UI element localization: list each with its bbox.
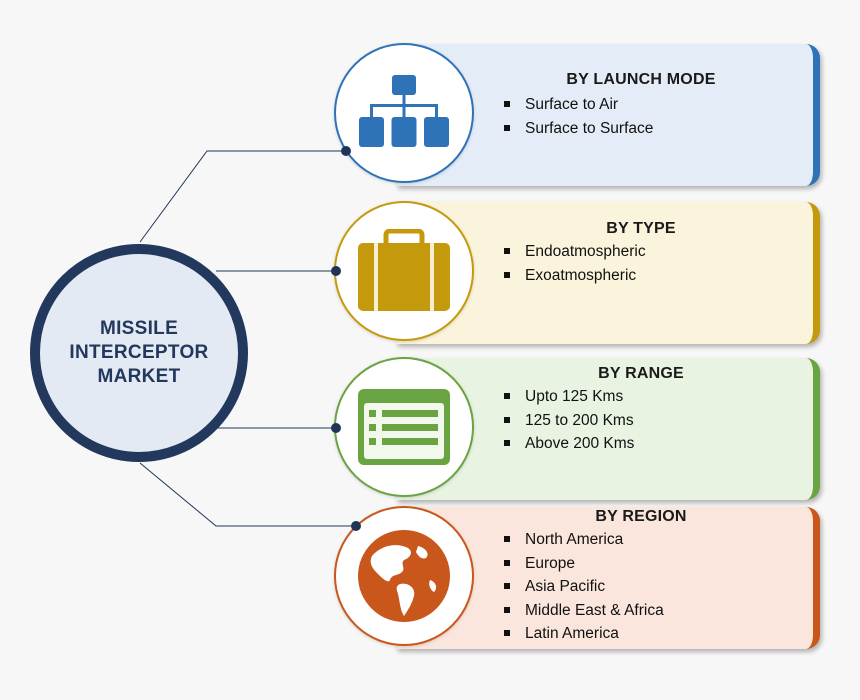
hierarchy-icon (359, 75, 449, 147)
icon-circle-range (334, 357, 474, 497)
icon-circle-launch-mode (334, 43, 474, 183)
connector-line-region (139, 462, 356, 527)
list-item: Surface to Air (504, 93, 653, 117)
list-item: Middle East & Africa (504, 599, 664, 623)
center-title: MISSILE INTERCEPTOR MARKET (69, 318, 209, 387)
list-item: Asia Pacific (504, 575, 664, 599)
segment-list: Surface to Air Surface to Surface (504, 93, 653, 140)
list-form-icon (358, 389, 450, 465)
globe-icon (358, 530, 450, 622)
list-item: Surface to Surface (504, 117, 653, 141)
list-item: North America (504, 528, 664, 552)
segment-title: BY RANGE (598, 365, 684, 382)
list-item: Europe (504, 552, 664, 576)
segment-title: BY LAUNCH MODE (566, 71, 716, 88)
list-item: Exoatmospheric (504, 264, 646, 288)
connector-dot (341, 146, 351, 156)
connector-dot (331, 423, 341, 433)
segment-title: BY REGION (595, 508, 687, 525)
segment-list: Endoatmospheric Exoatmospheric (504, 240, 646, 287)
list-item: Upto 125 Kms (504, 385, 634, 409)
suitcase-icon (358, 229, 450, 311)
icon-circle-type (334, 201, 474, 341)
center-circle: MISSILE INTERCEPTOR MARKET (30, 244, 248, 462)
list-item: Latin America (504, 622, 664, 646)
list-item: 125 to 200 Kms (504, 409, 634, 433)
segment-list: North America Europe Asia Pacific Middle… (504, 528, 664, 646)
segment-card-region: BY REGION North America Europe Asia Paci… (396, 507, 820, 649)
connector-dot (331, 266, 341, 276)
segment-list: Upto 125 Kms 125 to 200 Kms Above 200 Km… (504, 385, 634, 456)
segment-title: BY TYPE (606, 220, 676, 237)
icon-circle-region (334, 506, 474, 646)
list-item: Above 200 Kms (504, 432, 634, 456)
list-item: Endoatmospheric (504, 240, 646, 264)
connector-dot (351, 521, 361, 531)
connector-line-launch-mode (139, 150, 346, 243)
